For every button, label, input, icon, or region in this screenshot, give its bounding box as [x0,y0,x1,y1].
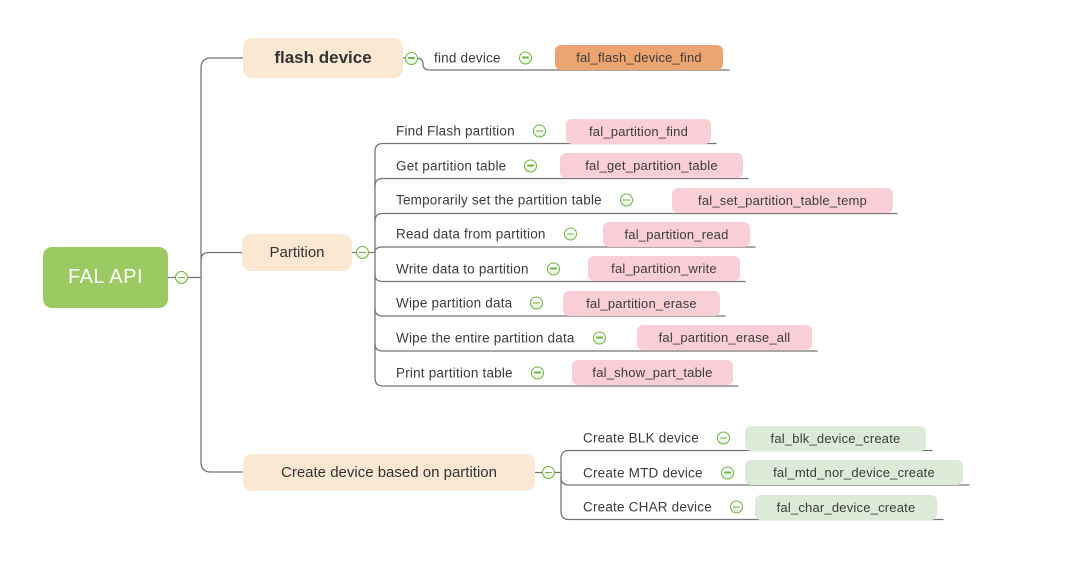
collapse-icon[interactable] [592,331,606,344]
function-label: fal_partition_read [624,226,729,242]
subtopic-print-partition-table[interactable]: Print partition table [396,365,544,380]
collapse-icon[interactable] [716,431,730,445]
subtopic-label: Create CHAR device [583,499,712,515]
func-fal-partition-write[interactable]: fal_partition_write [588,256,740,281]
subtopic-label: Create BLK device [583,430,699,446]
collapse-icon[interactable] [355,246,369,259]
collapse-icon[interactable] [729,500,743,514]
func-fal-blk-device-create[interactable]: fal_blk_device_create [745,425,926,451]
collapse-icon[interactable] [530,366,544,379]
subtopic-label: find device [434,50,501,65]
branch-label: flash device [274,48,372,67]
collapse-icon[interactable] [619,193,633,207]
collapse-icon[interactable] [174,271,188,284]
subtopic-find-flash-partition[interactable]: Find Flash partition [396,124,546,139]
subtopic-find-device[interactable]: find device [434,50,532,65]
func-fal-partition-erase-all[interactable]: fal_partition_erase_all [637,325,812,350]
subtopic-wipe-entire-partition-data[interactable]: Wipe the entire partition data [396,330,606,345]
subtopic-write-data-to-partition[interactable]: Write data to partition [396,261,560,276]
function-label: fal_char_device_create [776,499,916,515]
function-label: fal_show_part_table [592,365,713,380]
function-label: fal_partition_erase_all [658,330,791,345]
collapse-icon[interactable] [530,296,544,310]
function-label: fal_blk_device_create [770,430,901,446]
branch-partition[interactable]: Partition [242,234,352,271]
subtopic-label: Wipe the entire partition data [396,330,575,345]
root-topic[interactable]: FAL API [43,247,168,308]
func-fal-char-device-create[interactable]: fal_char_device_create [755,494,937,520]
subtopic-label: Get partition table [396,158,507,173]
function-label: fal_partition_find [589,123,688,139]
func-fal-get-partition-table[interactable]: fal_get_partition_table [560,153,743,178]
function-label: fal_partition_erase [586,295,697,311]
collapse-icon[interactable] [546,262,560,275]
subtopic-wipe-partition-data[interactable]: Wipe partition data [396,295,544,311]
func-fal-partition-find[interactable]: fal_partition_find [566,118,711,144]
branch-label: Partition [269,244,325,261]
func-fal-flash-device-find[interactable]: fal_flash_device_find [555,45,723,70]
root-topic-label: FAL API [67,266,144,288]
collapse-icon[interactable] [563,227,577,241]
func-fal-partition-erase[interactable]: fal_partition_erase [563,290,720,316]
subtopic-create-char-device[interactable]: Create CHAR device [583,500,743,515]
collapse-icon[interactable] [518,51,532,64]
func-fal-show-part-table[interactable]: fal_show_part_table [572,360,733,385]
func-fal-set-partition-table-temp[interactable]: fal_set_partition_table_temp [672,187,893,213]
func-fal-mtd-nor-device-create[interactable]: fal_mtd_nor_device_create [745,460,963,485]
subtopic-read-data-from-partition[interactable]: Read data from partition [396,227,577,242]
function-label: fal_mtd_nor_device_create [773,465,935,480]
func-fal-partition-read[interactable]: fal_partition_read [603,221,750,247]
subtopic-create-blk-device[interactable]: Create BLK device [583,431,730,446]
subtopic-label: Wipe partition data [396,295,513,311]
branch-create-device-based-on-partition[interactable]: Create device based on partition [243,454,535,491]
subtopic-label: Print partition table [396,365,513,380]
collapse-icon[interactable] [524,159,538,172]
subtopic-label: Temporarily set the partition table [396,192,602,208]
function-label: fal_get_partition_table [585,158,718,173]
subtopic-get-partition-table[interactable]: Get partition table [396,158,538,173]
subtopic-temporarily-set-partition-table[interactable]: Temporarily set the partition table [396,193,633,208]
subtopic-label: Write data to partition [396,261,529,276]
subtopic-label: Find Flash partition [396,123,515,139]
function-label: fal_set_partition_table_temp [698,192,867,208]
function-label: fal_flash_device_find [576,50,702,65]
branch-label: Create device based on partition [281,464,497,481]
subtopic-label: Read data from partition [396,226,546,242]
function-label: fal_partition_write [611,261,717,276]
subtopic-label: Create MTD device [583,465,703,480]
branch-flash-device[interactable]: flash device [243,38,403,78]
collapse-icon[interactable] [532,124,546,138]
collapse-icon[interactable] [720,466,734,479]
collapse-icon[interactable] [541,466,555,479]
collapse-icon[interactable] [404,51,418,65]
subtopic-create-mtd-device[interactable]: Create MTD device [583,465,734,480]
